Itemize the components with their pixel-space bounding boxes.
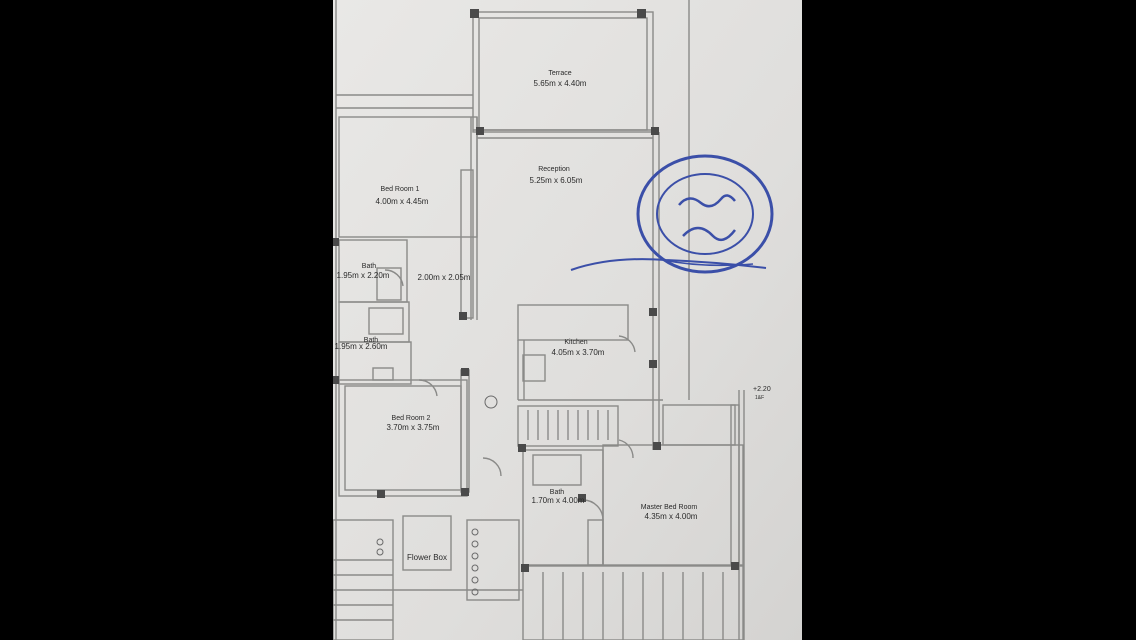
dressing-dims: 2.00m x 2.05m bbox=[418, 273, 471, 282]
bath1-label: Bath bbox=[362, 263, 377, 270]
official-stamp bbox=[570, 154, 774, 274]
level-note: 1&F bbox=[755, 395, 764, 401]
reception-dims: 5.25m x 6.05m bbox=[530, 176, 583, 185]
bedroom2-label: Bed Room 2 bbox=[392, 415, 431, 422]
kitchen-label: Kitchen bbox=[564, 339, 587, 346]
master-bedroom-dims: 4.35m x 4.00m bbox=[645, 512, 698, 521]
terrace-label: Terrace bbox=[548, 70, 571, 77]
master-bedroom-label: Master Bed Room bbox=[641, 504, 698, 511]
terrace-dims: 5.65m x 4.40m bbox=[534, 79, 587, 88]
structural-columns bbox=[333, 9, 739, 572]
bath2-dims: 1.95m x 2.60m bbox=[335, 342, 388, 351]
flower-box-label: Flower Box bbox=[407, 553, 447, 562]
marker-circles bbox=[376, 395, 498, 596]
bath3-label: Bath bbox=[550, 489, 565, 496]
bath3-dims: 1.70m x 4.00m bbox=[532, 496, 585, 505]
bath1-dims: 1.95m x 2.20m bbox=[337, 271, 390, 280]
bath2-label: Bath bbox=[364, 337, 379, 344]
bedroom1-dims: 4.00m x 4.45m bbox=[376, 197, 429, 206]
bedroom2-dims: 3.70m x 3.75m bbox=[387, 423, 440, 432]
bedroom1-label: Bed Room 1 bbox=[381, 186, 420, 193]
floor-plan-photo: Terrace 5.65m x 4.40m Reception 5.25m x … bbox=[333, 0, 802, 640]
paper bbox=[333, 0, 802, 640]
kitchen-dims: 4.05m x 3.70m bbox=[552, 348, 605, 357]
reception-label: Reception bbox=[538, 166, 570, 173]
level-marker: +2.20 bbox=[753, 386, 771, 393]
